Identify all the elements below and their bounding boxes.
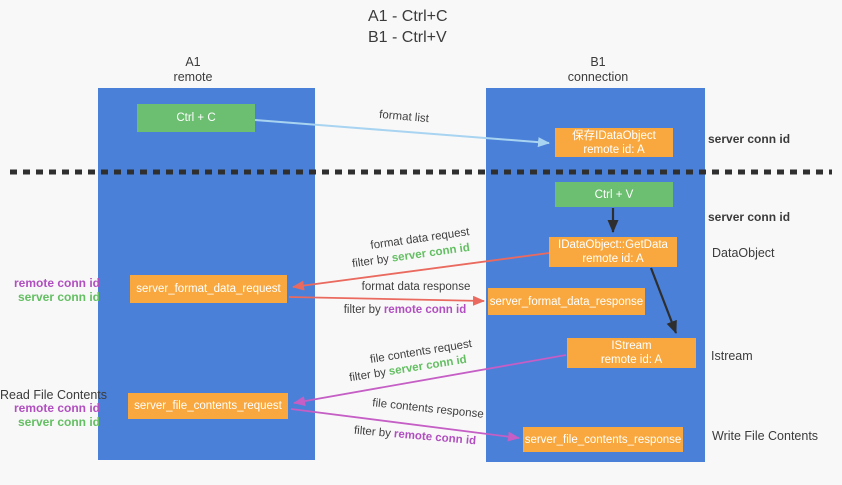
filter-by-text: filter by	[348, 366, 387, 385]
node-server-format-data-response: server_format_data_response	[488, 288, 645, 315]
filter-by-text: filter by	[343, 304, 381, 316]
node-file-request-label: server_file_contents_request	[134, 400, 282, 412]
node-getdata-line-2: remote id: A	[582, 253, 644, 265]
node-ctrl-v: Ctrl + V	[555, 182, 673, 207]
lane-b1-name: B1	[590, 55, 606, 69]
page-title-line-1: A1 - Ctrl+C	[368, 8, 448, 25]
node-server-file-contents-request: server_file_contents_request	[128, 393, 288, 419]
node-save-dataobject: 保存IDataObject remote id: A	[555, 128, 673, 157]
right-label-dataobject: DataObject	[712, 246, 775, 260]
node-ctrl-c-label: Ctrl + C	[176, 112, 216, 124]
label-format-list: format list	[378, 108, 430, 126]
left-label-read-file-contents: Read File Contents	[0, 388, 108, 402]
node-format-request-label: server_format_data_request	[136, 283, 281, 295]
remote-conn-id-text: remote conn id	[393, 428, 477, 448]
left-remote-conn-id-top: remote conn id	[13, 276, 100, 290]
lane-b1-subtitle: connection	[567, 70, 629, 84]
left-remote-conn-id-bottom: remote conn id	[13, 401, 100, 415]
page-title-line-2: B1 - Ctrl+V	[368, 29, 447, 46]
node-save-dataobject-line-2: remote id: A	[583, 143, 645, 156]
left-conn-id-labels-top: remote conn id server conn id	[0, 276, 100, 304]
node-server-file-contents-response: server_file_contents_response	[523, 427, 683, 452]
filter-by-text: filter by	[353, 424, 392, 440]
node-save-dataobject-line-1: 保存IDataObject	[572, 129, 656, 142]
label-format-data-response: format data response	[361, 281, 471, 293]
node-istream-line-2: remote id: A	[600, 354, 663, 366]
lane-header-b1: B1 connection	[543, 55, 653, 85]
lane-a1-subtitle: remote	[173, 70, 213, 84]
node-file-response-label: server_file_contents_response	[524, 433, 682, 446]
arrow-format-data-response	[288, 295, 485, 306]
lane-header-a1: A1 remote	[143, 55, 243, 85]
label-file-contents-response: file contents response	[371, 397, 485, 421]
node-istream: IStream remote id: A	[567, 338, 696, 368]
node-istream-line-1: IStream	[611, 340, 652, 352]
node-getdata-line-1: IDataObject::GetData	[558, 239, 668, 251]
remote-conn-id-text: remote conn id	[383, 304, 467, 316]
left-server-conn-id-bottom: server conn id	[17, 414, 100, 429]
right-label-server-conn-id-top: server conn id	[708, 132, 791, 146]
lane-a1-name: A1	[185, 55, 201, 69]
right-label-write-file-contents: Write File Contents	[712, 429, 819, 443]
node-idataobject-getdata: IDataObject::GetData remote id: A	[549, 237, 677, 267]
node-server-format-data-request: server_format_data_request	[130, 275, 287, 303]
filter-by-text: filter by	[351, 253, 390, 271]
left-conn-id-labels-bottom: remote conn id server conn id	[0, 401, 100, 429]
node-format-response-label: server_format_data_response	[489, 295, 644, 308]
node-ctrl-c: Ctrl + C	[137, 104, 255, 132]
right-label-server-conn-id-mid: server conn id	[708, 210, 791, 224]
page-title: A1 - Ctrl+C B1 - Ctrl+V	[368, 6, 448, 48]
right-label-istream: Istream	[711, 349, 753, 363]
node-ctrl-v-label: Ctrl + V	[594, 188, 634, 201]
left-server-conn-id-top: server conn id	[17, 289, 100, 304]
